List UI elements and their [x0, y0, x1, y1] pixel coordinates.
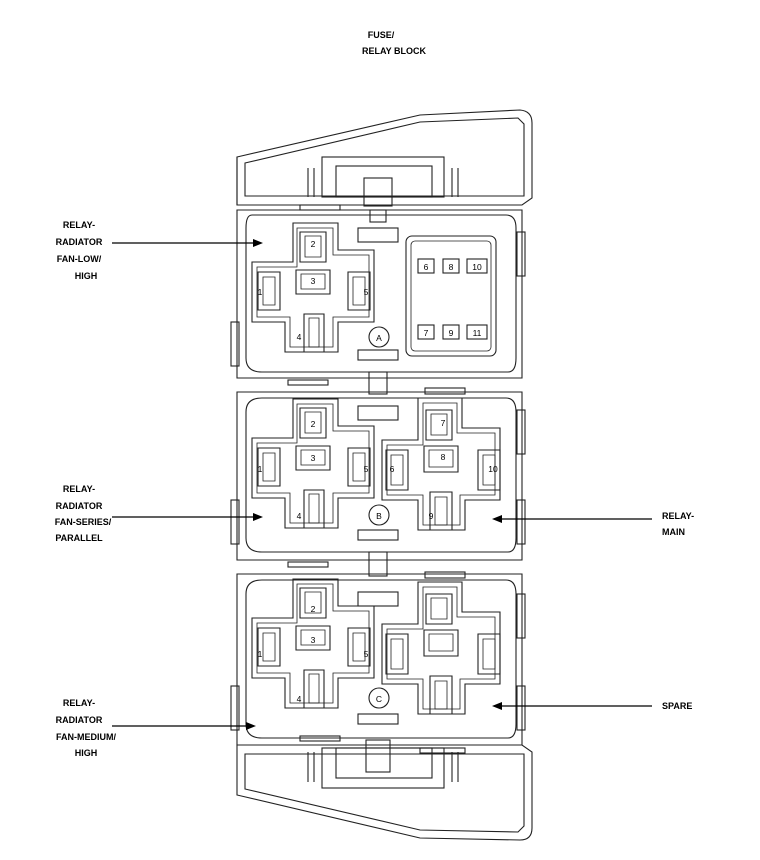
callout-c-line-2: RADIATOR — [56, 715, 103, 725]
pin-main-8: 8 — [441, 452, 446, 462]
diagram-title: FUSE/ RELAY BLOCK — [362, 30, 427, 56]
fuse-label-11: 11 — [473, 328, 482, 338]
callout-spare-arrowhead — [492, 702, 502, 710]
callout-spare: SPARE — [492, 701, 692, 711]
fuse-cavity-8 — [442, 258, 460, 274]
section-b-label: B — [376, 511, 382, 521]
pin-c-2: 2 — [311, 604, 316, 614]
callout-a-line-1: RELAY- — [63, 220, 95, 230]
pin-main-9: 9 — [429, 511, 434, 521]
fuse-cavity-11 — [466, 324, 488, 340]
pin-c-4: 4 — [297, 694, 302, 704]
callout-c-line-1: RELAY- — [63, 698, 95, 708]
fuse-cavity-6 — [417, 258, 435, 274]
fuse-panel — [405, 235, 497, 357]
pin-b-1: 1 — [258, 464, 263, 474]
title-line-1: FUSE/ — [368, 30, 395, 40]
pin-b-5: 5 — [364, 464, 369, 474]
connector-bc — [287, 551, 388, 577]
callout-b-line-2: RADIATOR — [56, 501, 103, 511]
callout-relay-c: RELAY- RADIATOR FAN-MEDIUM/ HIGH — [56, 698, 256, 758]
callout-b-line-3: FAN-SERIES/ — [55, 517, 112, 527]
fuse-cavity-9 — [442, 324, 460, 340]
pin-a-4: 4 — [297, 332, 302, 342]
pin-a-3: 3 — [311, 276, 316, 286]
callout-a-line-4: HIGH — [75, 271, 98, 281]
pin-c-5: 5 — [364, 649, 369, 659]
pin-b-2: 2 — [311, 419, 316, 429]
bottom-cover — [236, 735, 533, 841]
callout-b-line-1: RELAY- — [63, 484, 95, 494]
callout-a-arrowhead — [253, 239, 263, 247]
callout-b-arrowhead — [253, 513, 263, 521]
callout-spare-line-1: SPARE — [662, 701, 692, 711]
callout-relay-b: RELAY- RADIATOR FAN-SERIES/ PARALLEL — [55, 484, 263, 543]
pin-a-2: 2 — [311, 239, 316, 249]
pin-c-1: 1 — [258, 649, 263, 659]
spare-relay-footprint — [381, 581, 501, 715]
fuse-label-10: 10 — [472, 262, 482, 272]
callout-c-line-4: HIGH — [75, 748, 98, 758]
pin-main-7: 7 — [441, 418, 446, 428]
section-a-marker — [368, 326, 390, 348]
pin-b-3: 3 — [311, 453, 316, 463]
callout-relay-a: RELAY- RADIATOR FAN-LOW/ HIGH — [56, 220, 263, 281]
fuse-cavity-10 — [466, 258, 488, 274]
section-b: 2 3 1 5 4 7 8 6 10 9 B — [230, 387, 526, 561]
section-a-label: A — [376, 333, 382, 343]
callout-main-arrowhead — [492, 515, 502, 523]
section-c-label: C — [376, 694, 382, 704]
pin-a-5: 5 — [364, 287, 369, 297]
section-c-marker — [368, 687, 390, 709]
callout-relay-main: RELAY- MAIN — [492, 511, 694, 537]
pin-main-6: 6 — [390, 464, 395, 474]
fuse-label-9: 9 — [449, 328, 454, 338]
pin-c-3: 3 — [311, 635, 316, 645]
callout-c-line-3: FAN-MEDIUM/ — [56, 732, 116, 742]
callout-main-line-2: MAIN — [662, 527, 685, 537]
pin-b-4: 4 — [297, 511, 302, 521]
pin-a-1: 1 — [258, 287, 263, 297]
fuse-label-7: 7 — [424, 328, 429, 338]
callout-main-line-1: RELAY- — [662, 511, 694, 521]
callout-a-line-3: FAN-LOW/ — [57, 254, 102, 264]
pin-main-10: 10 — [488, 464, 498, 474]
section-b-marker — [368, 504, 390, 526]
fuse-cavity-7 — [417, 324, 435, 340]
fuse-label-8: 8 — [449, 262, 454, 272]
title-line-2: RELAY BLOCK — [362, 46, 427, 56]
section-a: 6 8 10 7 9 11 2 3 1 5 4 A — [230, 209, 526, 379]
callout-b-line-4: PARALLEL — [55, 533, 103, 543]
top-cover — [236, 109, 533, 211]
callout-c-arrowhead — [246, 722, 256, 730]
callout-a-line-2: RADIATOR — [56, 237, 103, 247]
section-c: 2 3 1 5 4 C — [230, 571, 526, 746]
fuse-label-6: 6 — [424, 262, 429, 272]
connector-ab — [287, 371, 388, 395]
